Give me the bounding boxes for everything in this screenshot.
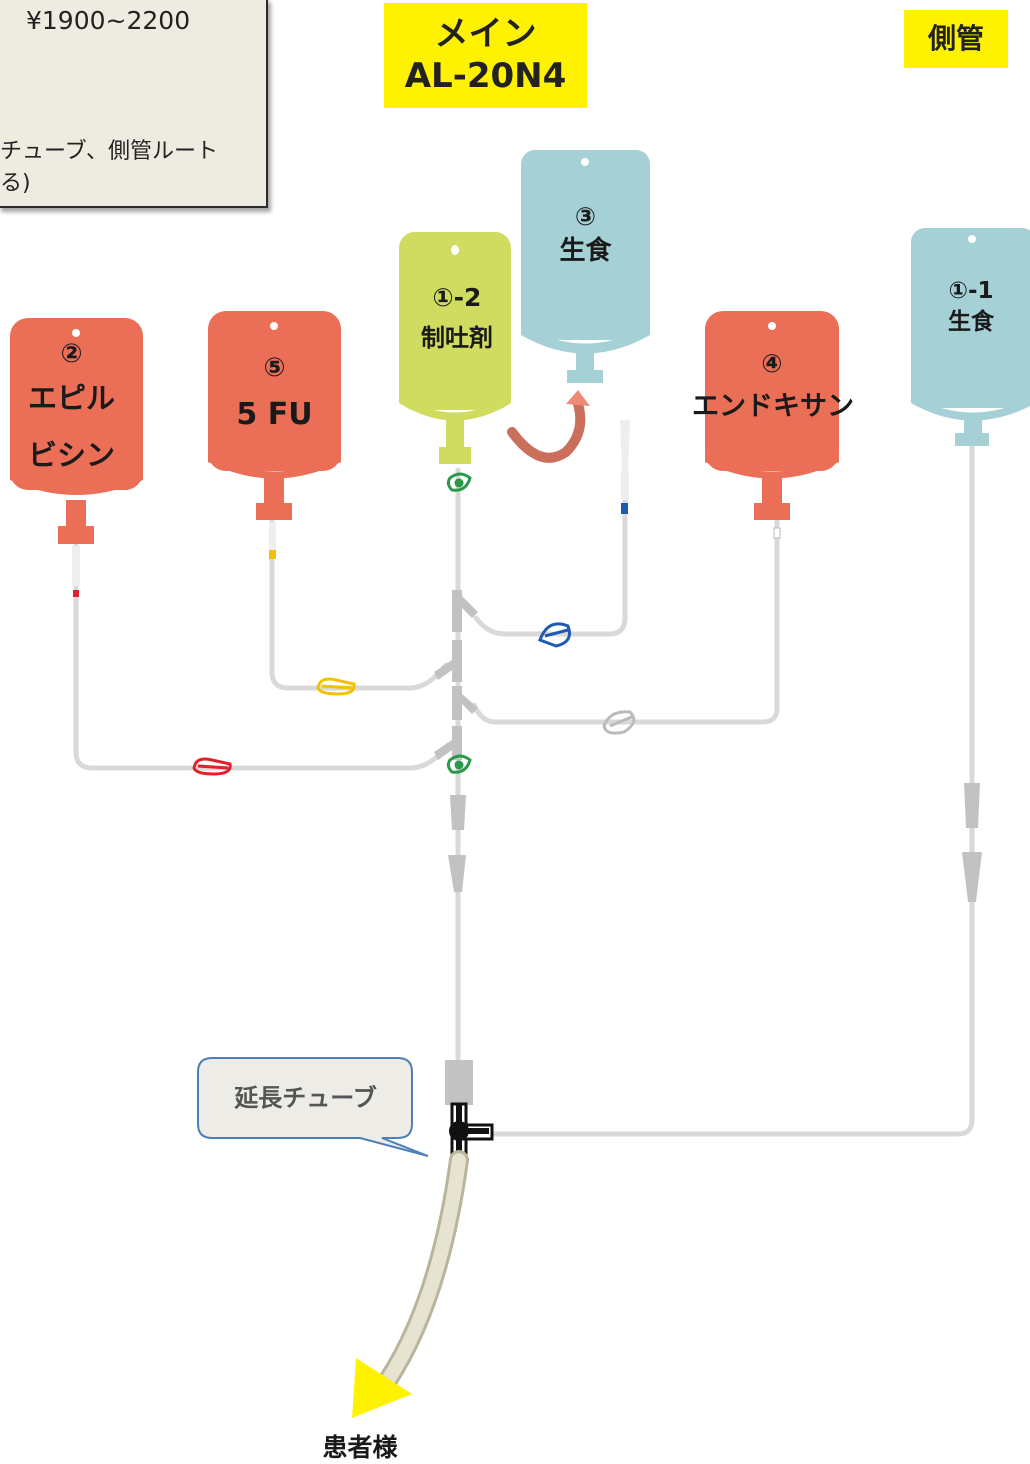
y-connector-2 bbox=[434, 640, 462, 682]
clamp-green-top bbox=[446, 472, 472, 492]
callout-bubble bbox=[197, 1057, 429, 1157]
swap-arrow-icon bbox=[507, 390, 590, 463]
extension-tube-callout: 延長チューブ bbox=[234, 1084, 377, 1112]
bag-name: 制吐剤 bbox=[421, 324, 493, 352]
bag-endoxan-label: ④ エンドキサン bbox=[692, 346, 854, 432]
info-note: ¥1900~2200 チューブ、側管ルート る) bbox=[0, 0, 268, 208]
clamp-blue bbox=[538, 622, 571, 648]
main-route-model: AL-20N4 bbox=[404, 56, 567, 96]
bag-epirubicin-label: ② エピル ビシン bbox=[10, 338, 133, 484]
clamp-yellow bbox=[316, 677, 356, 696]
main-connector bbox=[445, 1060, 473, 1105]
bag-name: 生食 bbox=[948, 309, 994, 335]
tubing bbox=[73, 427, 975, 1137]
bag-number: ①-1 bbox=[948, 278, 994, 304]
bag-antiemetic bbox=[399, 232, 511, 464]
clamp-red bbox=[192, 757, 232, 776]
bag-number: ④ bbox=[761, 349, 783, 378]
bag-name: エンドキサン bbox=[692, 391, 854, 422]
filter-upper bbox=[450, 795, 466, 830]
bag-name: ビシン bbox=[27, 438, 115, 472]
bag-saline-side bbox=[911, 228, 1030, 446]
filter-lower bbox=[448, 855, 466, 892]
bag-number: ③ bbox=[574, 202, 597, 231]
clamp-green-bottom bbox=[446, 754, 472, 774]
bag-number: ⑤ bbox=[263, 353, 286, 383]
bag-5fu-label: ⑤ 5 FU bbox=[208, 350, 341, 444]
price-text: ¥1900~2200 bbox=[26, 6, 191, 35]
patient-arrow-icon bbox=[352, 1358, 412, 1418]
bag-5fu bbox=[208, 311, 341, 559]
fu-tube bbox=[269, 517, 449, 691]
bag-name: 生食 bbox=[559, 236, 612, 266]
note-description: チューブ、側管ルート る) bbox=[0, 139, 219, 196]
patient-label: 患者様 bbox=[322, 1433, 398, 1462]
extension-tube bbox=[378, 1150, 469, 1390]
bag-antiemetic-label: ①-2 制吐剤 bbox=[399, 280, 515, 360]
bag-number: ② bbox=[60, 339, 83, 369]
side-route-label: 側管 bbox=[904, 10, 1008, 68]
y-connectors bbox=[434, 590, 982, 1105]
main-route-title: メイン bbox=[434, 14, 537, 54]
side-filter-upper bbox=[964, 783, 980, 828]
bag-saline-side-label: ①-1 生食 bbox=[911, 275, 1030, 337]
bag-number: ①-2 bbox=[432, 283, 482, 312]
y-connector-4 bbox=[434, 726, 462, 760]
clamp-white bbox=[602, 710, 636, 735]
bag-endoxan bbox=[705, 311, 839, 539]
bag-saline-3-label: ③ 生食 bbox=[521, 200, 650, 268]
main-route-label: メイン AL-20N4 bbox=[384, 3, 587, 108]
bag-epirubicin bbox=[10, 318, 143, 597]
bag-name: エピル bbox=[27, 381, 115, 415]
bag-name: 5 FU bbox=[236, 397, 313, 432]
side-filter-lower bbox=[962, 852, 982, 902]
side-line-tube bbox=[487, 442, 975, 1137]
y-connector-3 bbox=[452, 686, 478, 720]
epirubicin-tube bbox=[73, 542, 451, 771]
saline3-tube bbox=[473, 427, 628, 637]
three-way-stopcock-icon bbox=[449, 1102, 494, 1161]
y-connector-1 bbox=[452, 590, 478, 632]
bag-saline-3 bbox=[521, 150, 650, 383]
endoxan-tube bbox=[471, 517, 780, 725]
saline3-spike bbox=[620, 420, 630, 514]
